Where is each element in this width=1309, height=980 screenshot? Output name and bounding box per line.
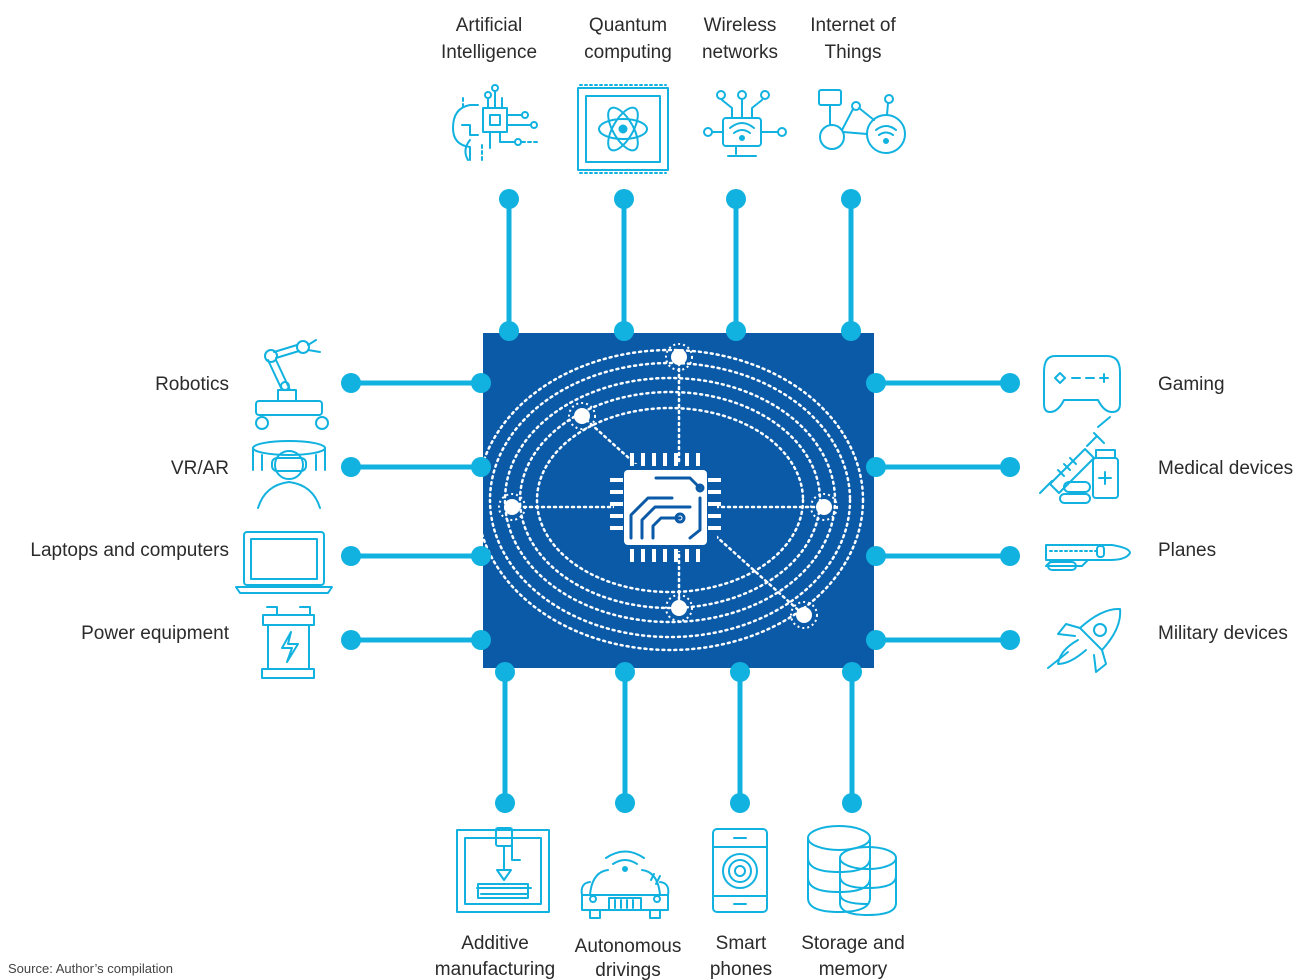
label-smart-phones-line1: Smart: [716, 933, 767, 954]
left-labels: Robotics VR/AR Laptops and computers Pow…: [30, 374, 229, 644]
connector-additive-manufacturing: [495, 662, 515, 813]
autonomous-car-icon: [580, 850, 670, 919]
orbit-nodes: [504, 349, 832, 623]
top-labels: Artificial Intelligence Quantum computin…: [441, 15, 897, 63]
label-robotics: Robotics: [155, 374, 229, 395]
connector-planes: [866, 546, 1020, 566]
label-power-equipment: Power equipment: [81, 623, 230, 644]
wireless-monitor-icon: [703, 90, 787, 157]
label-artificial-intelligence-line2: Intelligence: [441, 42, 537, 63]
label-quantum-computing-line2: computing: [584, 42, 672, 63]
vr-headset-icon: [252, 440, 326, 509]
connector-robotics: [341, 373, 491, 393]
source-note: Source: Author’s compilation: [8, 961, 173, 976]
connector-wireless-networks: [726, 189, 746, 341]
power-battery-icon: [261, 606, 315, 679]
label-laptops-and-computers: Laptops and computers: [30, 540, 229, 561]
label-quantum-computing-line1: Quantum: [589, 15, 667, 36]
laptop-icon: [235, 531, 333, 594]
syringe-medicine-icon: [1039, 416, 1119, 504]
bottom-labels: Additive manufacturing Autonomous drivin…: [435, 933, 905, 980]
connector-medical-devices: [866, 457, 1020, 477]
right-labels: Gaming Medical devices Planes Military d…: [1158, 374, 1293, 644]
connector-quantum-computing: [614, 189, 634, 341]
connector-vr-ar: [341, 457, 491, 477]
label-storage-and-memory-line1: Storage and: [801, 933, 905, 954]
robot-arm-icon: [255, 339, 329, 430]
microchip-icon: [610, 453, 721, 562]
connector-smart-phones: [730, 662, 750, 813]
label-military-devices: Military devices: [1158, 623, 1288, 644]
label-medical-devices: Medical devices: [1158, 458, 1293, 479]
label-internet-of-things-line1: Internet of: [810, 15, 896, 36]
label-wireless-networks-line1: Wireless: [704, 15, 777, 36]
3d-printer-icon: [456, 827, 550, 913]
label-autonomous-drivings-line2: drivings: [595, 960, 660, 980]
ai-head-chip-icon: [452, 84, 541, 161]
database-icon: [807, 825, 897, 916]
gamepad-icon: [1043, 355, 1121, 413]
connector-power-equipment: [341, 630, 491, 650]
connector-artificial-intelligence: [499, 189, 519, 341]
label-storage-and-memory-line2: memory: [819, 959, 888, 980]
label-additive-manufacturing-line1: Additive: [461, 933, 529, 954]
label-gaming: Gaming: [1158, 374, 1225, 395]
label-planes: Planes: [1158, 540, 1216, 561]
connector-lines: [341, 189, 1020, 813]
label-vr-ar: VR/AR: [171, 458, 229, 479]
label-smart-phones-line2: phones: [710, 959, 772, 980]
plane-icon: [1045, 544, 1131, 571]
connector-military-devices: [866, 630, 1020, 650]
label-artificial-intelligence-line1: Artificial: [456, 15, 523, 36]
connector-storage-and-memory: [842, 662, 862, 813]
label-internet-of-things-line2: Things: [824, 42, 881, 63]
label-additive-manufacturing-line2: manufacturing: [435, 959, 555, 980]
connector-internet-of-things: [841, 189, 861, 341]
label-wireless-networks-line2: networks: [702, 42, 778, 63]
connector-gaming: [866, 373, 1020, 393]
label-autonomous-drivings-line1: Autonomous: [575, 936, 682, 957]
iot-network-icon: [818, 89, 906, 154]
quantum-atom-chip-icon: [577, 84, 669, 174]
connector-laptops-and-computers: [341, 546, 491, 566]
smartphone-icon: [712, 828, 768, 913]
connector-autonomous-drivings: [615, 662, 635, 813]
rocket-icon: [1047, 607, 1122, 673]
